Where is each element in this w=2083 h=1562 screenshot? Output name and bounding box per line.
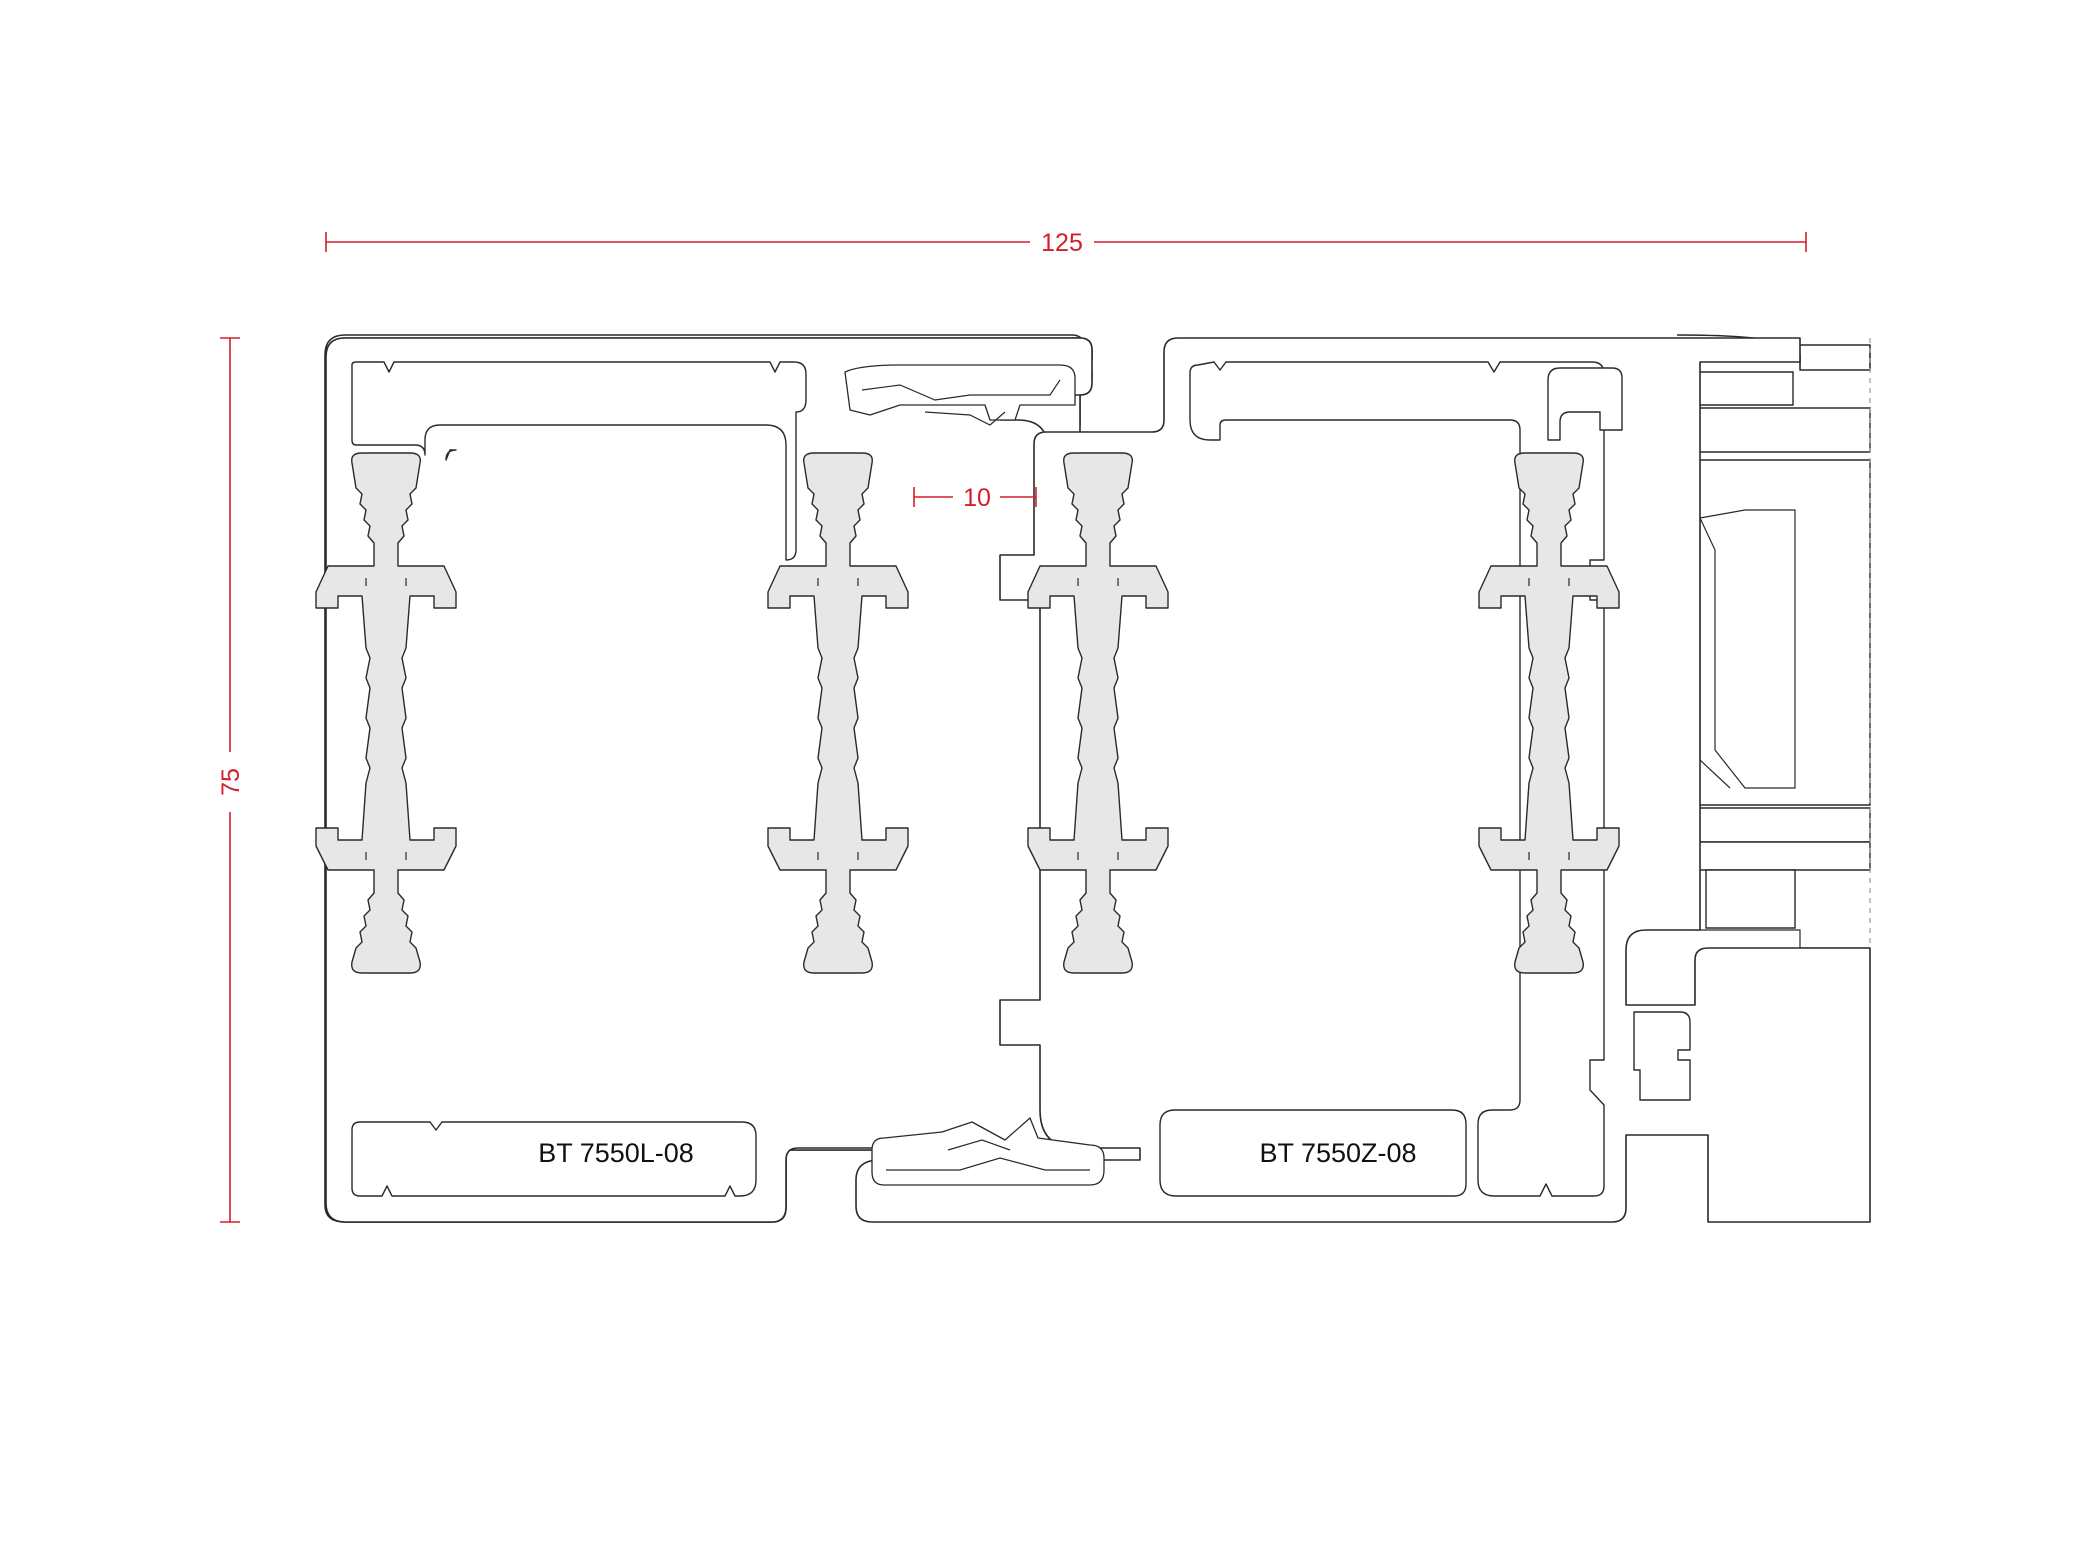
dimension-height-label: 75 <box>217 768 245 796</box>
bottom-interlock-seal <box>871 1117 1105 1186</box>
dimension-width-label: 125 <box>1041 229 1083 257</box>
right-clip-chamber <box>1633 1011 1691 1101</box>
dimension-gap: 10 <box>913 484 1037 512</box>
glazing-unit <box>1674 334 1871 1222</box>
profile-right-label: BT 7550Z-08 <box>1259 1138 1416 1168</box>
left-frame-silhouette <box>325 337 1093 1223</box>
top-interlock-seal <box>844 364 1076 426</box>
dimension-height: 75 <box>217 337 245 1223</box>
right-side-chamber <box>1547 367 1623 441</box>
left-tall-chamber <box>445 449 457 461</box>
dimension-width: 125 <box>325 229 1807 257</box>
right-lower-chamber <box>1159 1109 1467 1197</box>
dimension-gap-label: 10 <box>963 484 991 512</box>
left-main-chamber <box>351 361 807 561</box>
profile-left-label: BT 7550L-08 <box>538 1138 694 1168</box>
left-lower-chamber <box>351 1121 757 1197</box>
